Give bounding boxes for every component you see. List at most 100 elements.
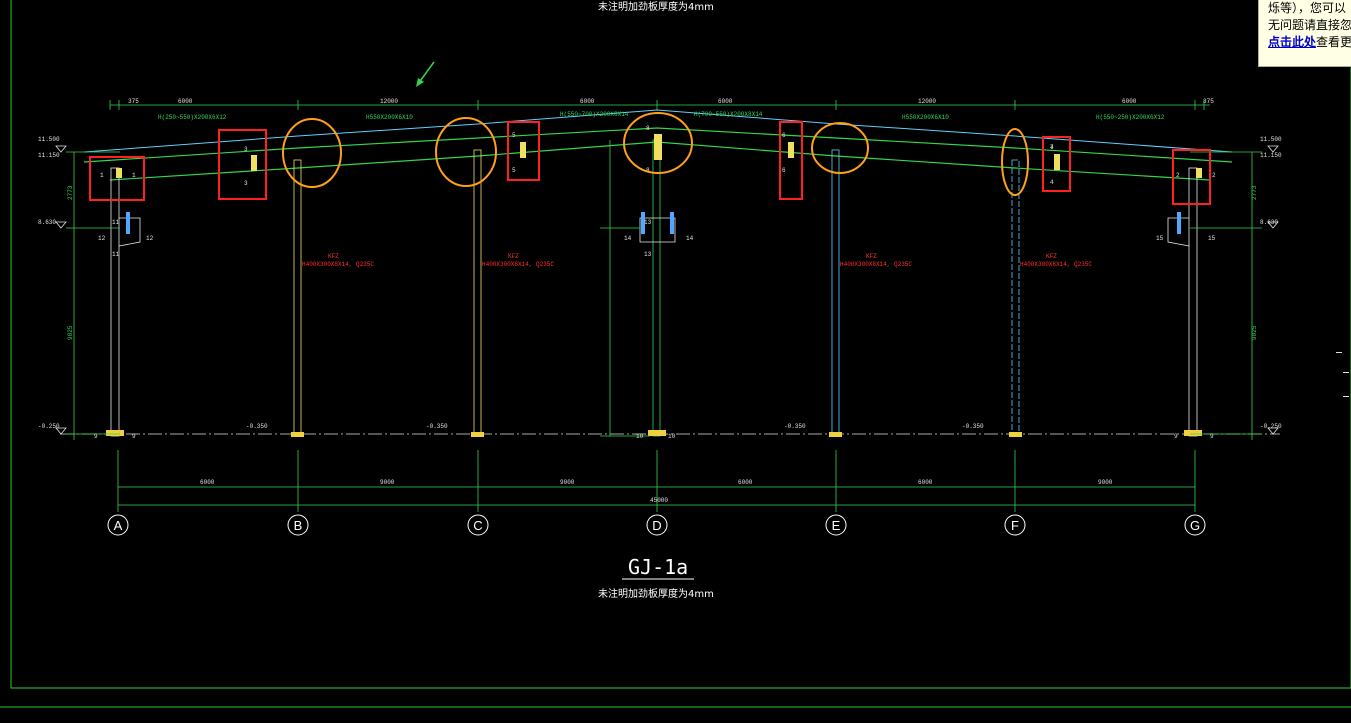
svg-text:6000: 6000	[1122, 98, 1137, 105]
svg-text:4: 4	[1050, 144, 1054, 151]
svg-text:9025: 9025	[1251, 325, 1258, 340]
bolt-groups	[116, 134, 1202, 178]
svg-text:6000: 6000	[738, 479, 753, 486]
svg-text:13: 13	[644, 219, 652, 226]
svg-text:3: 3	[244, 146, 248, 153]
beam-labels: H(250~550)X200X6X12 H550X200X6X10 H(550~…	[158, 111, 1165, 121]
bottom-span-labels: 6000 9000 9000 6000 6000 9000 45000	[200, 479, 1113, 504]
svg-text:14: 14	[624, 235, 632, 242]
rafter-top-flange	[83, 127, 1233, 163]
svg-text:6: 6	[782, 132, 786, 139]
svg-text:11.500: 11.500	[38, 136, 60, 143]
vertical-dim-labels: 9025 2773 9025 2773	[67, 185, 1258, 340]
column-labels: KFZ H400X300X8X14, Q235C KFZ H400X300X8X…	[302, 253, 1092, 268]
pointer-arrow-icon	[416, 61, 435, 87]
svg-text:11.150: 11.150	[38, 152, 60, 159]
column-E	[831, 149, 840, 437]
svg-text:-0.350: -0.350	[426, 423, 448, 430]
drawing-border	[10, 0, 1351, 689]
svg-text:H(250~550)X200X6X12: H(250~550)X200X6X12	[158, 114, 227, 121]
svg-text:KFZ: KFZ	[1046, 253, 1057, 260]
column-C	[473, 149, 482, 437]
roof-top-line	[83, 109, 1233, 153]
svg-text:11.150: 11.150	[1260, 152, 1282, 159]
column-F	[1011, 159, 1020, 437]
svg-text:12: 12	[146, 235, 154, 242]
svg-text:7: 7	[1050, 144, 1054, 151]
svg-text:-0.250: -0.250	[1260, 423, 1282, 430]
svg-text:8.630: 8.630	[1260, 219, 1278, 226]
notification-popup[interactable]: 烁等），您可以 无问题请直接忽 点击此处查看更	[1258, 0, 1351, 67]
axis-G: G	[1184, 514, 1206, 536]
svg-text:KFZ: KFZ	[328, 253, 339, 260]
svg-text:G: G	[1190, 518, 1200, 533]
column-B	[293, 159, 302, 437]
svg-text:H(550~700)X200X8X14: H(550~700)X200X8X14	[560, 111, 629, 118]
svg-text:KFZ: KFZ	[866, 253, 877, 260]
svg-text:6000: 6000	[178, 98, 193, 105]
svg-text:9: 9	[1174, 433, 1178, 440]
svg-text:11.500: 11.500	[1260, 136, 1282, 143]
svg-text:H550X200X6X10: H550X200X6X10	[366, 114, 413, 121]
svg-text:8: 8	[646, 167, 650, 174]
svg-text:KFZ: KFZ	[508, 253, 519, 260]
svg-text:E: E	[832, 518, 841, 533]
svg-text:H400X300X8X14, Q235C: H400X300X8X14, Q235C	[1020, 261, 1092, 268]
svg-text:F: F	[1011, 518, 1019, 533]
axis-bubbles: A B C D E F G	[107, 514, 1206, 536]
svg-text:15: 15	[1156, 235, 1164, 242]
svg-text:2: 2	[1212, 172, 1216, 179]
side-dimensions	[66, 140, 1262, 440]
right-edge-fragments	[1336, 352, 1349, 397]
drawing-title: GJ-1a	[628, 555, 688, 579]
svg-text:-0.250: -0.250	[38, 423, 60, 430]
popup-link-suffix: 查看更	[1316, 35, 1351, 49]
axis-F: F	[1004, 514, 1026, 536]
svg-text:375: 375	[1203, 98, 1214, 105]
svg-text:-0.350: -0.350	[784, 423, 806, 430]
svg-text:H550X200X6X10: H550X200X6X10	[902, 114, 949, 121]
svg-text:H400X300X8X14, Q235C: H400X300X8X14, Q235C	[302, 261, 374, 268]
svg-text:9: 9	[1210, 433, 1214, 440]
highlight-circles	[282, 112, 1029, 196]
popup-link[interactable]: 点击此处	[1268, 35, 1317, 49]
svg-text:6000: 6000	[200, 479, 215, 486]
svg-text:10: 10	[636, 433, 644, 440]
svg-text:1: 1	[132, 172, 136, 179]
svg-text:6000: 6000	[718, 98, 733, 105]
axis-A: A	[107, 514, 129, 536]
column-A	[110, 167, 120, 437]
corbels	[118, 217, 1190, 247]
svg-text:8: 8	[646, 125, 650, 132]
svg-text:9000: 9000	[560, 479, 575, 486]
svg-text:H(700~550)X200X8X14: H(700~550)X200X8X14	[694, 111, 763, 118]
svg-text:13: 13	[644, 251, 652, 258]
svg-text:H(550~250)X200X6X12: H(550~250)X200X6X12	[1096, 114, 1165, 121]
svg-text:1: 1	[100, 172, 104, 179]
svg-text:B: B	[294, 518, 303, 533]
svg-text:6: 6	[782, 167, 786, 174]
column-D	[652, 139, 661, 437]
top-span-labels: 375 6000 12000 6000 6000 12000 6000 375	[128, 98, 1214, 105]
columns	[110, 139, 1198, 437]
svg-text:11: 11	[112, 251, 120, 258]
popup-line-2: 无问题请直接忽	[1268, 18, 1351, 32]
svg-text:2: 2	[1176, 172, 1180, 179]
svg-text:H400X300X8X14, Q235C: H400X300X8X14, Q235C	[840, 261, 912, 268]
popup-line-1: 烁等），您可以	[1268, 1, 1347, 15]
highlight-boxes	[89, 121, 1211, 205]
svg-text:H400X300X8X14, Q235C: H400X300X8X14, Q235C	[482, 261, 554, 268]
svg-text:9025: 9025	[67, 325, 74, 340]
svg-text:5: 5	[512, 132, 516, 139]
svg-text:8.630: 8.630	[38, 219, 56, 226]
svg-text:9000: 9000	[380, 479, 395, 486]
svg-text:5: 5	[512, 167, 516, 174]
svg-text:15: 15	[1208, 235, 1216, 242]
svg-text:C: C	[473, 518, 482, 533]
axis-B: B	[287, 514, 309, 536]
elevation-labels: 11.500 11.150 8.630 -0.250 -0.350 -0.350…	[38, 136, 1282, 430]
svg-text:3: 3	[244, 180, 248, 187]
column-G	[1188, 167, 1198, 437]
svg-text:D: D	[652, 518, 661, 533]
